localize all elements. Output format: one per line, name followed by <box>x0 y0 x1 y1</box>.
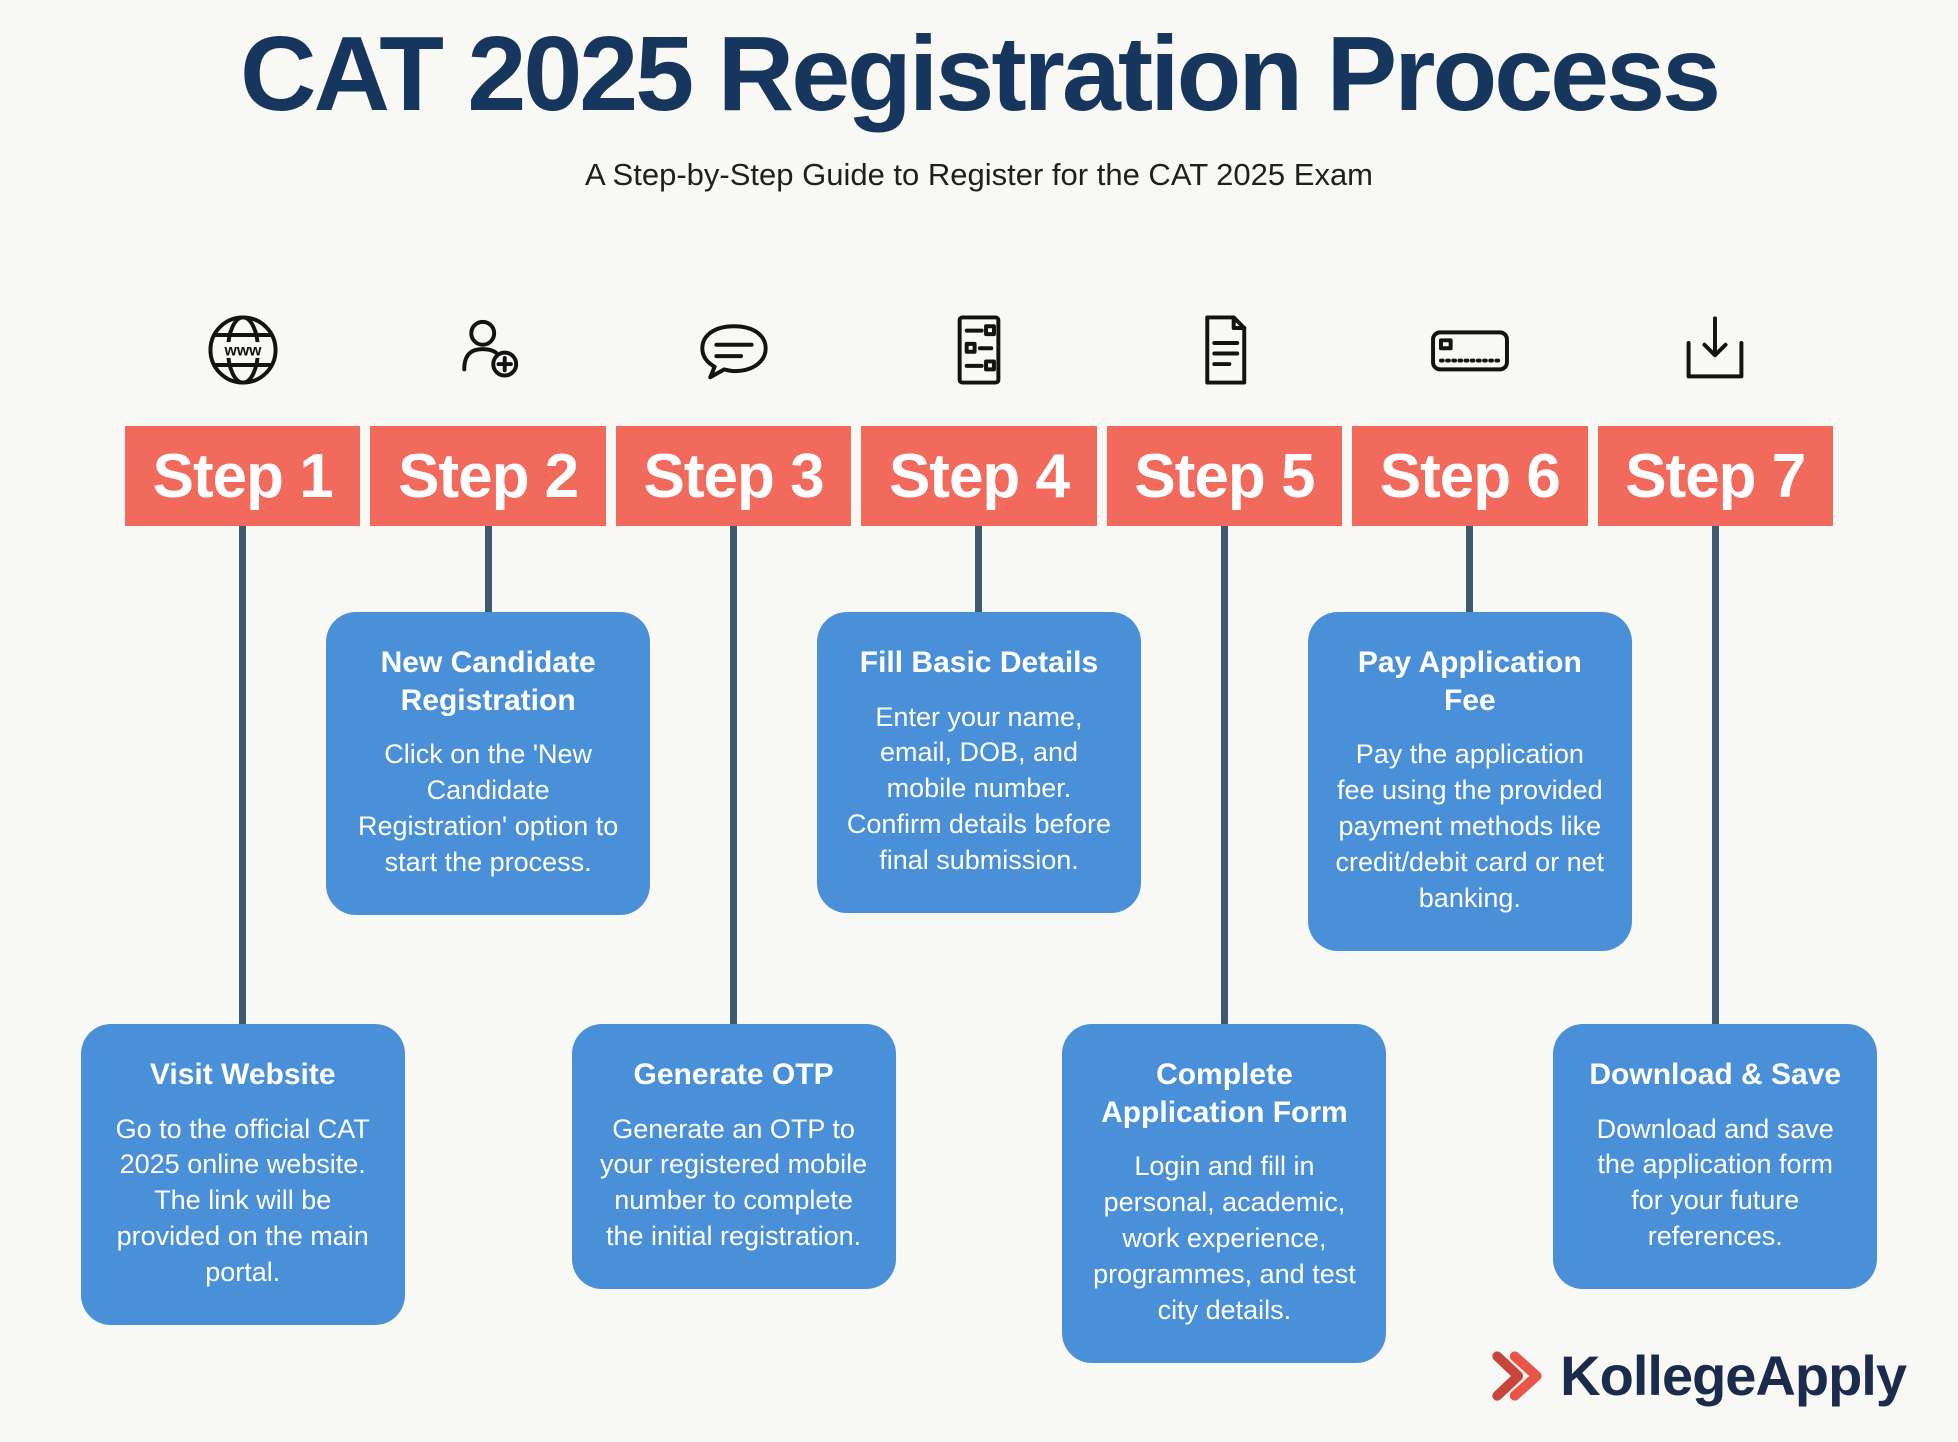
step-label-text: Step 1 <box>152 441 334 511</box>
card-body: Enter your name, email, DOB, and mobile … <box>846 701 1112 876</box>
step-icon-slot: www <box>199 300 287 400</box>
chat-bubble-icon <box>699 324 768 380</box>
step-column-1: www Step 1 Visit Website Go to the offic… <box>80 300 405 1326</box>
step-column-5: Step 5 Complete Application Form Login a… <box>1062 300 1387 1363</box>
step-card: Generate OTP Generate an OTP to your reg… <box>571 1024 896 1290</box>
card-body: Go to the official CAT 2025 online websi… <box>115 1113 370 1288</box>
step-column-4: Step 4 Fill Basic Details Enter your nam… <box>816 300 1141 914</box>
connector-line <box>1466 526 1474 614</box>
form-checklist-icon <box>957 315 1001 385</box>
globe-www-icon: www <box>208 315 278 385</box>
card-title: Pay Application Fee <box>1357 646 1582 717</box>
credit-card-icon <box>1430 330 1509 372</box>
page-subtitle: A Step-by-Step Guide to Register for the… <box>584 157 1374 192</box>
step-label-text: Step 5 <box>1134 441 1315 511</box>
download-icon <box>1686 316 1744 379</box>
step-icon-slot <box>1426 300 1514 400</box>
step-icon-slot <box>1671 300 1759 400</box>
step-label-text: Step 6 <box>1379 441 1561 511</box>
document-icon <box>1205 315 1247 385</box>
card-body: Pay the application fee using the provid… <box>1335 739 1605 913</box>
step-column-6: Step 6 Pay Application Fee Pay the appli… <box>1307 300 1632 951</box>
step-label: Step 4 <box>861 426 1097 526</box>
brand-name: KollegeApply <box>1560 1344 1907 1407</box>
step-card: New Candidate Registration Click on the … <box>326 612 651 915</box>
step-label-text: Step 2 <box>398 441 579 511</box>
step-label: Step 6 <box>1352 426 1588 526</box>
card-title: Fill Basic Details <box>859 646 1099 679</box>
card-title: New Candidate Registration <box>380 646 596 717</box>
kollegeapply-chevron-icon <box>1492 1350 1542 1401</box>
step-label: Step 3 <box>615 426 852 526</box>
connector-line <box>1220 526 1228 1026</box>
page-title: CAT 2025 Registration Process <box>239 15 1721 133</box>
card-title: Download & Save <box>1589 1058 1842 1091</box>
connector-line <box>1711 526 1719 1026</box>
connector-line <box>239 526 247 1026</box>
card-title: Generate OTP <box>633 1058 834 1091</box>
add-user-icon <box>462 319 519 378</box>
card-body: Download and save the application form f… <box>1596 1113 1834 1252</box>
step-icon-slot <box>1180 300 1268 400</box>
card-body: Login and fill in personal, academic, wo… <box>1093 1151 1356 1325</box>
card-body: Generate an OTP to your registered mobil… <box>599 1113 868 1252</box>
timeline: www Step 1 Visit Website Go to the offic… <box>80 300 1878 1363</box>
connector-line <box>730 526 738 1026</box>
step-card: Pay Application Fee Pay the application … <box>1307 612 1632 951</box>
connector-line <box>975 526 983 614</box>
connector-line <box>484 526 492 614</box>
card-title: Complete Application Form <box>1101 1058 1348 1129</box>
step-column-2: Step 2 New Candidate Registration Click … <box>326 300 651 915</box>
step-label-text: Step 4 <box>888 441 1070 511</box>
step-card: Download & Save Download and save the ap… <box>1553 1024 1878 1290</box>
step-icon-slot <box>444 300 532 400</box>
step-label: Step 1 <box>125 426 361 526</box>
step-label: Step 7 <box>1597 426 1833 526</box>
step-icon-slot <box>690 300 778 400</box>
svg-text:www: www <box>223 342 262 359</box>
step-card: Visit Website Go to the official CAT 202… <box>80 1024 405 1326</box>
step-card: Complete Application Form Login and fill… <box>1062 1024 1387 1363</box>
card-title: Visit Website <box>149 1058 336 1091</box>
step-label: Step 2 <box>370 426 606 526</box>
step-label-text: Step 7 <box>1625 441 1806 511</box>
step-label-text: Step 3 <box>643 441 825 511</box>
brand-logo: KollegeApply <box>1488 1343 1907 1408</box>
step-column-3: Step 3 Generate OTP Generate an OTP to y… <box>571 300 896 1290</box>
step-icon-slot <box>935 300 1023 400</box>
step-label: Step 5 <box>1106 426 1343 526</box>
step-card: Fill Basic Details Enter your name, emai… <box>816 612 1141 914</box>
step-column-7: Step 7 Download & Save Download and save… <box>1553 300 1878 1290</box>
card-body: Click on the 'New Candidate Registration… <box>357 739 619 877</box>
